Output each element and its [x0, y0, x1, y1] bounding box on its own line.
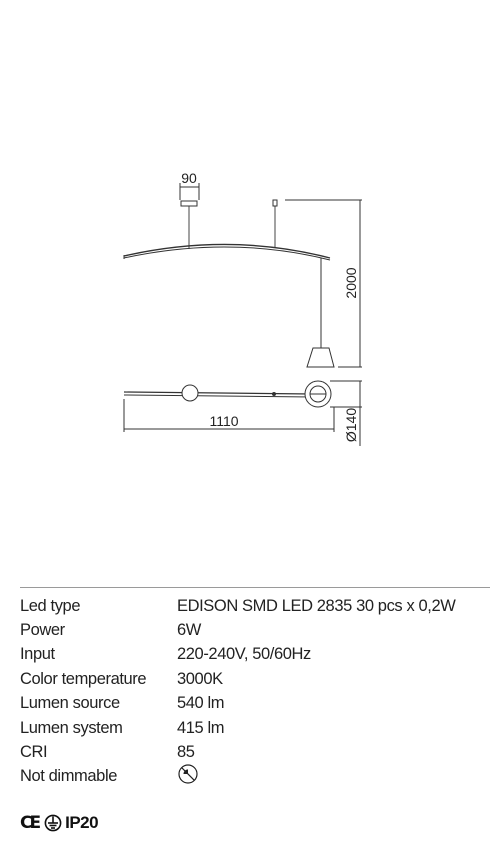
spec-label: Input: [20, 645, 55, 664]
spec-row-led-type: Led type EDISON SMD LED 2835 30 pcs x 0,…: [20, 594, 480, 618]
spec-label: Lumen system: [20, 718, 123, 737]
spec-value: 85: [177, 743, 195, 762]
spec-value: 415 lm: [177, 718, 225, 737]
technical-drawing: 90 2000 1110 Ø140: [123, 170, 362, 446]
spec-row-color-temperature: Color temperature 3000K: [20, 667, 480, 691]
spec-value: 3000K: [177, 669, 223, 688]
ip-rating: IP20: [65, 813, 99, 832]
spec-value: EDISON SMD LED 2835 30 pcs x 0,2W: [177, 596, 456, 615]
spec-value: 6W: [177, 621, 201, 640]
dim-length: 1110: [209, 413, 238, 429]
spec-value: 540 lm: [177, 694, 225, 713]
spec-row-lumen-system: Lumen system 415 lm: [20, 716, 480, 740]
lamp-shade: [306, 347, 335, 368]
spec-table: Led type EDISON SMD LED 2835 30 pcs x 0,…: [20, 594, 480, 789]
spec-label: Color temperature: [20, 669, 147, 688]
ceiling-canopy: [180, 200, 198, 207]
spec-row-input: Input 220-240V, 50/60Hz: [20, 643, 480, 667]
dim-canopy-width: 90: [181, 170, 197, 186]
dim-height: 2000: [343, 267, 359, 298]
section-divider: [20, 587, 490, 588]
spec-row-lumen-source: Lumen source 540 lm: [20, 692, 480, 716]
spec-label: Power: [20, 621, 65, 640]
spec-row-cri: CRI 85: [20, 740, 480, 764]
not-dimmable-icon: [177, 763, 199, 790]
top-view-canopy: [181, 384, 199, 402]
class-1-earth-icon: [44, 814, 62, 832]
spec-row-dimmable: Not dimmable: [20, 763, 480, 790]
certification-marks: CE IP20: [20, 812, 99, 834]
spec-value: 220-240V, 50/60Hz: [177, 645, 311, 664]
curved-arm: [123, 243, 331, 259]
spec-label: CRI: [20, 743, 48, 762]
spec-label: Lumen source: [20, 694, 120, 713]
spec-label: Led type: [20, 596, 81, 615]
dim-shade-diameter: Ø140: [343, 408, 359, 442]
spec-row-power: Power 6W: [20, 618, 480, 642]
top-view-arm: [123, 391, 313, 395]
ce-mark-icon: CE: [20, 813, 41, 833]
spec-label: Not dimmable: [20, 767, 117, 786]
